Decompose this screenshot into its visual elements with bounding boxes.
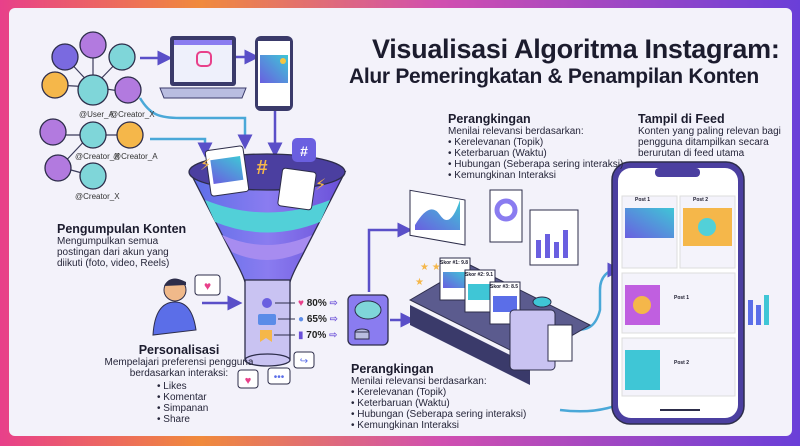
signal-saves: ▮ 70% ⇨ bbox=[298, 330, 338, 341]
comment-icon: ● bbox=[298, 314, 305, 325]
avatar bbox=[41, 71, 69, 99]
signal-value: 70% bbox=[306, 330, 327, 341]
collection-text: postingan dari akun yang bbox=[57, 247, 169, 258]
signal-icons bbox=[258, 298, 295, 342]
illustration: # # ⚡ ⚡ ♥ ♥ ••• ↪ bbox=[39, 31, 769, 425]
collection-heading: Pengumpulan Konten bbox=[57, 222, 187, 236]
list-item: Simpanan bbox=[157, 403, 259, 414]
comment-icon bbox=[258, 314, 276, 325]
avatar bbox=[79, 121, 107, 149]
feed-text: Konten yang paling relevan bagi bbox=[638, 126, 781, 137]
interaction-list: Likes Komentar Simpanan Share bbox=[157, 381, 259, 425]
feed-post-title[interactable]: Post 1 bbox=[674, 295, 690, 301]
share-bubble-icon bbox=[293, 351, 315, 369]
collection-text: Mengumpulkan semua bbox=[57, 236, 159, 247]
person-with-phone: ♥ ♥ ••• ↪ bbox=[152, 274, 315, 389]
bookmark-icon bbox=[260, 330, 272, 342]
signal-value: 65% bbox=[306, 314, 327, 325]
svg-text:⚡: ⚡ bbox=[315, 177, 326, 194]
list-item: Share bbox=[157, 414, 259, 425]
list-item: Kerelevanan (Topik) bbox=[448, 137, 623, 148]
ranking-conveyor: ★ ★ ★ bbox=[408, 189, 592, 385]
more-bubble-icon bbox=[267, 367, 291, 385]
feed-text: pengguna ditampilkan secara bbox=[638, 137, 769, 148]
signal-comments: ● 65% ⇨ bbox=[298, 314, 339, 325]
feed-post-title[interactable]: Post 1 bbox=[635, 197, 651, 203]
feed-post-title[interactable]: Post 2 bbox=[674, 360, 690, 366]
decorative-bars bbox=[748, 295, 769, 325]
svg-text:★ ★: ★ ★ bbox=[420, 262, 441, 273]
phone-icon bbox=[255, 36, 293, 111]
svg-text:⚡: ⚡ bbox=[200, 157, 211, 174]
svg-text:#: # bbox=[300, 143, 308, 159]
page-subtitle: Alur Pemeringkatan & Penampilan Konten bbox=[349, 65, 759, 88]
score-label: Skor #1: 9.8 bbox=[440, 260, 469, 266]
signal-value: 80% bbox=[306, 298, 327, 309]
ranking-intro: Menilai relevansi berdasarkan: bbox=[351, 376, 487, 387]
ranking-list: Kerelevanan (Topik) Keterbaruan (Waktu) … bbox=[448, 137, 623, 181]
ranking-intro: Menilai relevansi berdasarkan: bbox=[448, 126, 584, 137]
list-item: Keterbaruan (Waktu) bbox=[351, 398, 526, 409]
ranking-heading: Perangkingan bbox=[448, 112, 531, 126]
list-item: Kerelevanan (Topik) bbox=[351, 387, 526, 398]
donut-chart-panel bbox=[489, 189, 523, 243]
score-label: Skor #2: 9.1 bbox=[465, 272, 494, 278]
list-item: Hubungan (Seberapa sering interaksi) bbox=[448, 159, 623, 170]
infographic-canvas: # # ⚡ ⚡ ♥ ♥ ••• ↪ bbox=[9, 8, 792, 436]
list-item: Likes bbox=[157, 381, 259, 392]
ranking-list: Kerelevanan (Topik) Keterbaruan (Waktu) … bbox=[351, 387, 526, 431]
feed-post-title[interactable]: Post 2 bbox=[693, 197, 709, 203]
feed-phone bbox=[611, 161, 745, 425]
svg-text:↪: ↪ bbox=[300, 356, 308, 367]
avatar bbox=[51, 43, 79, 71]
list-item: Hubungan (Seberapa sering interaksi) bbox=[351, 409, 526, 420]
avatar-user-a bbox=[77, 74, 109, 106]
list-item: Kemungkinan Interaksi bbox=[448, 170, 623, 181]
handle-label: @Creator_A bbox=[113, 152, 158, 161]
funnel: # # ⚡ ⚡ bbox=[188, 138, 347, 367]
heart-icon: ♥ bbox=[298, 298, 304, 309]
svg-text:•••: ••• bbox=[274, 372, 285, 383]
feed-text: berurutan di feed utama bbox=[638, 148, 745, 159]
list-item: Kemungkinan Interaksi bbox=[351, 420, 526, 431]
avatar bbox=[116, 121, 144, 149]
avatar bbox=[114, 76, 142, 104]
collection-text: diikuti (foto, video, Reels) bbox=[57, 258, 170, 269]
feed-section: Tampil di Feed Konten yang paling releva… bbox=[638, 112, 781, 159]
personalization-heading: Personalisasi bbox=[138, 343, 220, 357]
handle-label: @User_A bbox=[79, 110, 114, 119]
avatar bbox=[79, 31, 107, 59]
svg-text:#: # bbox=[256, 157, 267, 179]
page-title: Visualisasi Algoritma Instagram: bbox=[372, 34, 780, 64]
list-item: Komentar bbox=[157, 392, 259, 403]
heart-bubble-icon bbox=[194, 274, 221, 296]
ranking-bottom-section: Perangkingan Menilai relevansi berdasark… bbox=[351, 362, 526, 431]
user-icon bbox=[262, 298, 272, 308]
handle-label: @Creator_X bbox=[75, 192, 120, 201]
svg-text:★: ★ bbox=[415, 277, 424, 288]
laptop-icon bbox=[159, 36, 247, 99]
avatar bbox=[39, 118, 67, 146]
signal-likes: ♥ 80% ⇨ bbox=[298, 298, 338, 309]
collection-section: Pengumpulan Konten Mengumpulkan semua po… bbox=[57, 222, 186, 269]
feed-heading: Tampil di Feed bbox=[638, 112, 725, 126]
avatars bbox=[39, 31, 144, 190]
personalization-text: berdasarkan interaksi: bbox=[129, 368, 229, 379]
personalization-text: Mempelajari preferensi pengguna bbox=[104, 357, 254, 368]
bookmark-icon: ▮ bbox=[298, 330, 304, 341]
ranking-top-section: Perangkingan Menilai relevansi berdasark… bbox=[448, 112, 623, 181]
svg-text:♥: ♥ bbox=[204, 279, 211, 293]
personalization-section: Personalisasi Mempelajari preferensi pen… bbox=[99, 343, 259, 425]
handle-label: @Creator_X bbox=[110, 110, 155, 119]
ranking-heading: Perangkingan bbox=[351, 362, 434, 376]
avatar bbox=[44, 154, 72, 182]
handle-label: @Creator_X bbox=[75, 152, 120, 161]
avatar bbox=[79, 162, 107, 190]
brain-database-icon bbox=[347, 294, 389, 346]
list-item: Keterbaruan (Waktu) bbox=[448, 148, 623, 159]
flow-arrows bbox=[138, 49, 647, 413]
score-label: Skor #3: 8.5 bbox=[490, 284, 519, 290]
avatar bbox=[108, 43, 136, 71]
